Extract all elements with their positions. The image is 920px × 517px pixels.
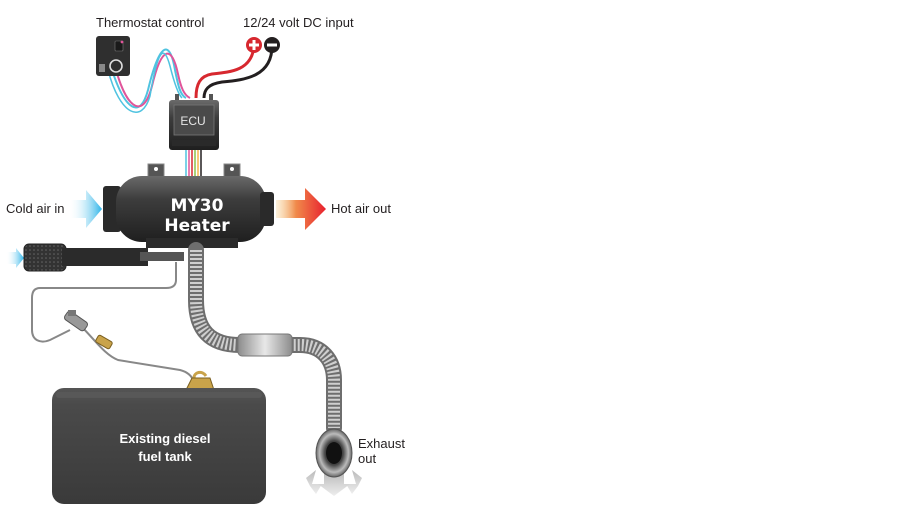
- fuel-pickup: [185, 370, 215, 391]
- hot-air-arrow-icon: [276, 188, 326, 230]
- fuel-pump: [63, 310, 113, 350]
- positive-terminal-icon: [246, 37, 262, 53]
- ecu-heater-wires: [185, 150, 202, 180]
- exhaust-label-line2: out: [358, 451, 377, 466]
- ecu-unit: [169, 94, 219, 150]
- ecu-label: ECU: [180, 114, 206, 128]
- exhaust-outlet: [306, 428, 362, 496]
- intake-silencer: [6, 243, 184, 272]
- dc-input-label: 12/24 volt DC input: [243, 15, 354, 30]
- thermostat-control: [96, 36, 130, 76]
- exhaust-silencer: [237, 333, 293, 357]
- hot-air-label: Hot air out: [331, 201, 391, 216]
- fuel-line: [31, 262, 195, 383]
- thermostat-wires: [107, 48, 191, 113]
- fuel-tank-label: Existing diesel fuel tank: [90, 430, 240, 466]
- thermostat-label: Thermostat control: [96, 15, 205, 30]
- cold-air-arrow-icon: [70, 190, 102, 228]
- fuel-tank: [52, 388, 266, 504]
- exhaust-label: Exhaust out: [358, 436, 405, 466]
- my30-heater: [103, 163, 274, 248]
- cold-air-label: Cold air in: [6, 201, 65, 216]
- negative-terminal-icon: [264, 37, 280, 53]
- heater-label: MY30 Heater: [164, 196, 230, 236]
- exhaust-label-line1: Exhaust: [358, 436, 405, 451]
- fuel-tank-label-line2: fuel tank: [138, 449, 192, 464]
- fuel-tank-label-line1: Existing diesel: [119, 431, 211, 446]
- dc-wires: [194, 45, 274, 99]
